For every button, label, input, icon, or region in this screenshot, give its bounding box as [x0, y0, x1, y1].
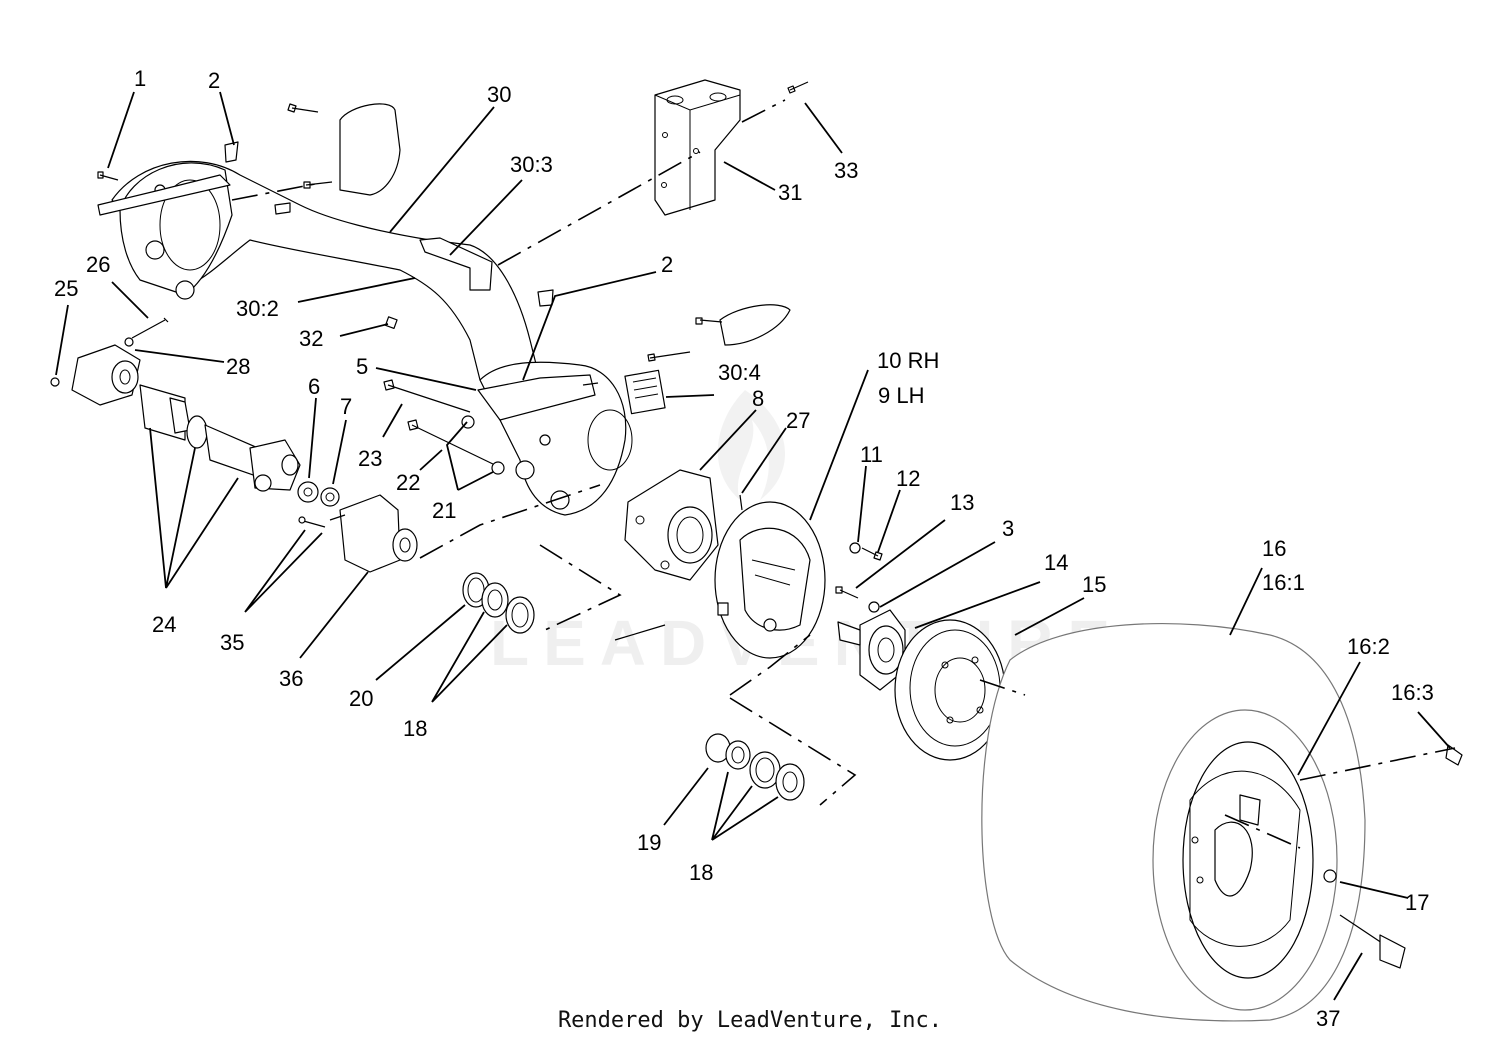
callout-labels: 1 2 30 30:3 33 31 2 26 25 30:2 32 28 5 1… — [54, 66, 1434, 1031]
callout-25: 25 — [54, 276, 78, 301]
callout-30: 30 — [487, 82, 511, 107]
callout-23: 23 — [358, 446, 382, 471]
callout-31: 31 — [778, 180, 802, 205]
coupler — [298, 494, 418, 573]
callout-16: 16 — [1262, 536, 1286, 561]
tire-wheel — [981, 623, 1463, 1022]
callout-30-2: 30:2 — [236, 296, 279, 321]
callout-18-lower: 18 — [689, 860, 713, 885]
callout-11: 11 — [860, 442, 883, 467]
center-lines — [231, 99, 1456, 849]
callout-32: 32 — [299, 326, 323, 351]
callout-27: 27 — [786, 408, 810, 433]
render-credit: Rendered by LeadVenture, Inc. — [557, 1008, 943, 1033]
callout-30-4: 30:4 — [718, 360, 761, 385]
callout-10-rh: 10 RH — [877, 348, 939, 373]
callout-8: 8 — [752, 386, 764, 411]
washers — [297, 481, 340, 507]
callout-5: 5 — [356, 354, 368, 379]
brake-drum — [894, 619, 1006, 761]
callout-16-2: 16:2 — [1347, 634, 1390, 659]
callout-16-3: 16:3 — [1391, 680, 1434, 705]
callout-20: 20 — [349, 686, 373, 711]
callout-36: 36 — [279, 666, 303, 691]
callout-19: 19 — [637, 830, 661, 855]
callout-18-upper: 18 — [403, 716, 427, 741]
callout-12: 12 — [896, 466, 920, 491]
driveshaft — [50, 317, 301, 492]
callout-33: 33 — [834, 158, 858, 183]
callout-35: 35 — [220, 630, 244, 655]
hub — [837, 609, 906, 691]
callout-6: 6 — [308, 374, 320, 399]
bracket — [654, 79, 741, 216]
callout-15: 15 — [1082, 572, 1106, 597]
callout-30-3: 30:3 — [510, 152, 553, 177]
callout-13: 13 — [950, 490, 974, 515]
callout-3: 3 — [1002, 516, 1014, 541]
callout-22: 22 — [396, 470, 420, 495]
callout-9-lh: 9 LH — [878, 383, 924, 408]
brake-mount — [624, 469, 719, 581]
hub-fasteners — [835, 542, 883, 613]
bearings-lower — [705, 733, 805, 801]
brake-assembly — [614, 494, 826, 659]
callout-16-1: 16:1 — [1262, 570, 1305, 595]
callout-17: 17 — [1405, 890, 1429, 915]
callout-14: 14 — [1044, 550, 1068, 575]
callout-26: 26 — [86, 252, 110, 277]
callout-2-upper: 2 — [208, 68, 220, 93]
callout-24: 24 — [152, 612, 176, 637]
callout-21: 21 — [432, 498, 456, 523]
callout-28: 28 — [226, 354, 250, 379]
leader-lines — [55, 91, 1451, 1001]
callout-1: 1 — [134, 66, 146, 91]
callout-7: 7 — [340, 394, 352, 419]
callout-2-lower: 2 — [661, 252, 673, 277]
axle-housing — [97, 103, 791, 516]
callout-37: 37 — [1316, 1006, 1340, 1031]
bearings-upper — [462, 572, 535, 634]
